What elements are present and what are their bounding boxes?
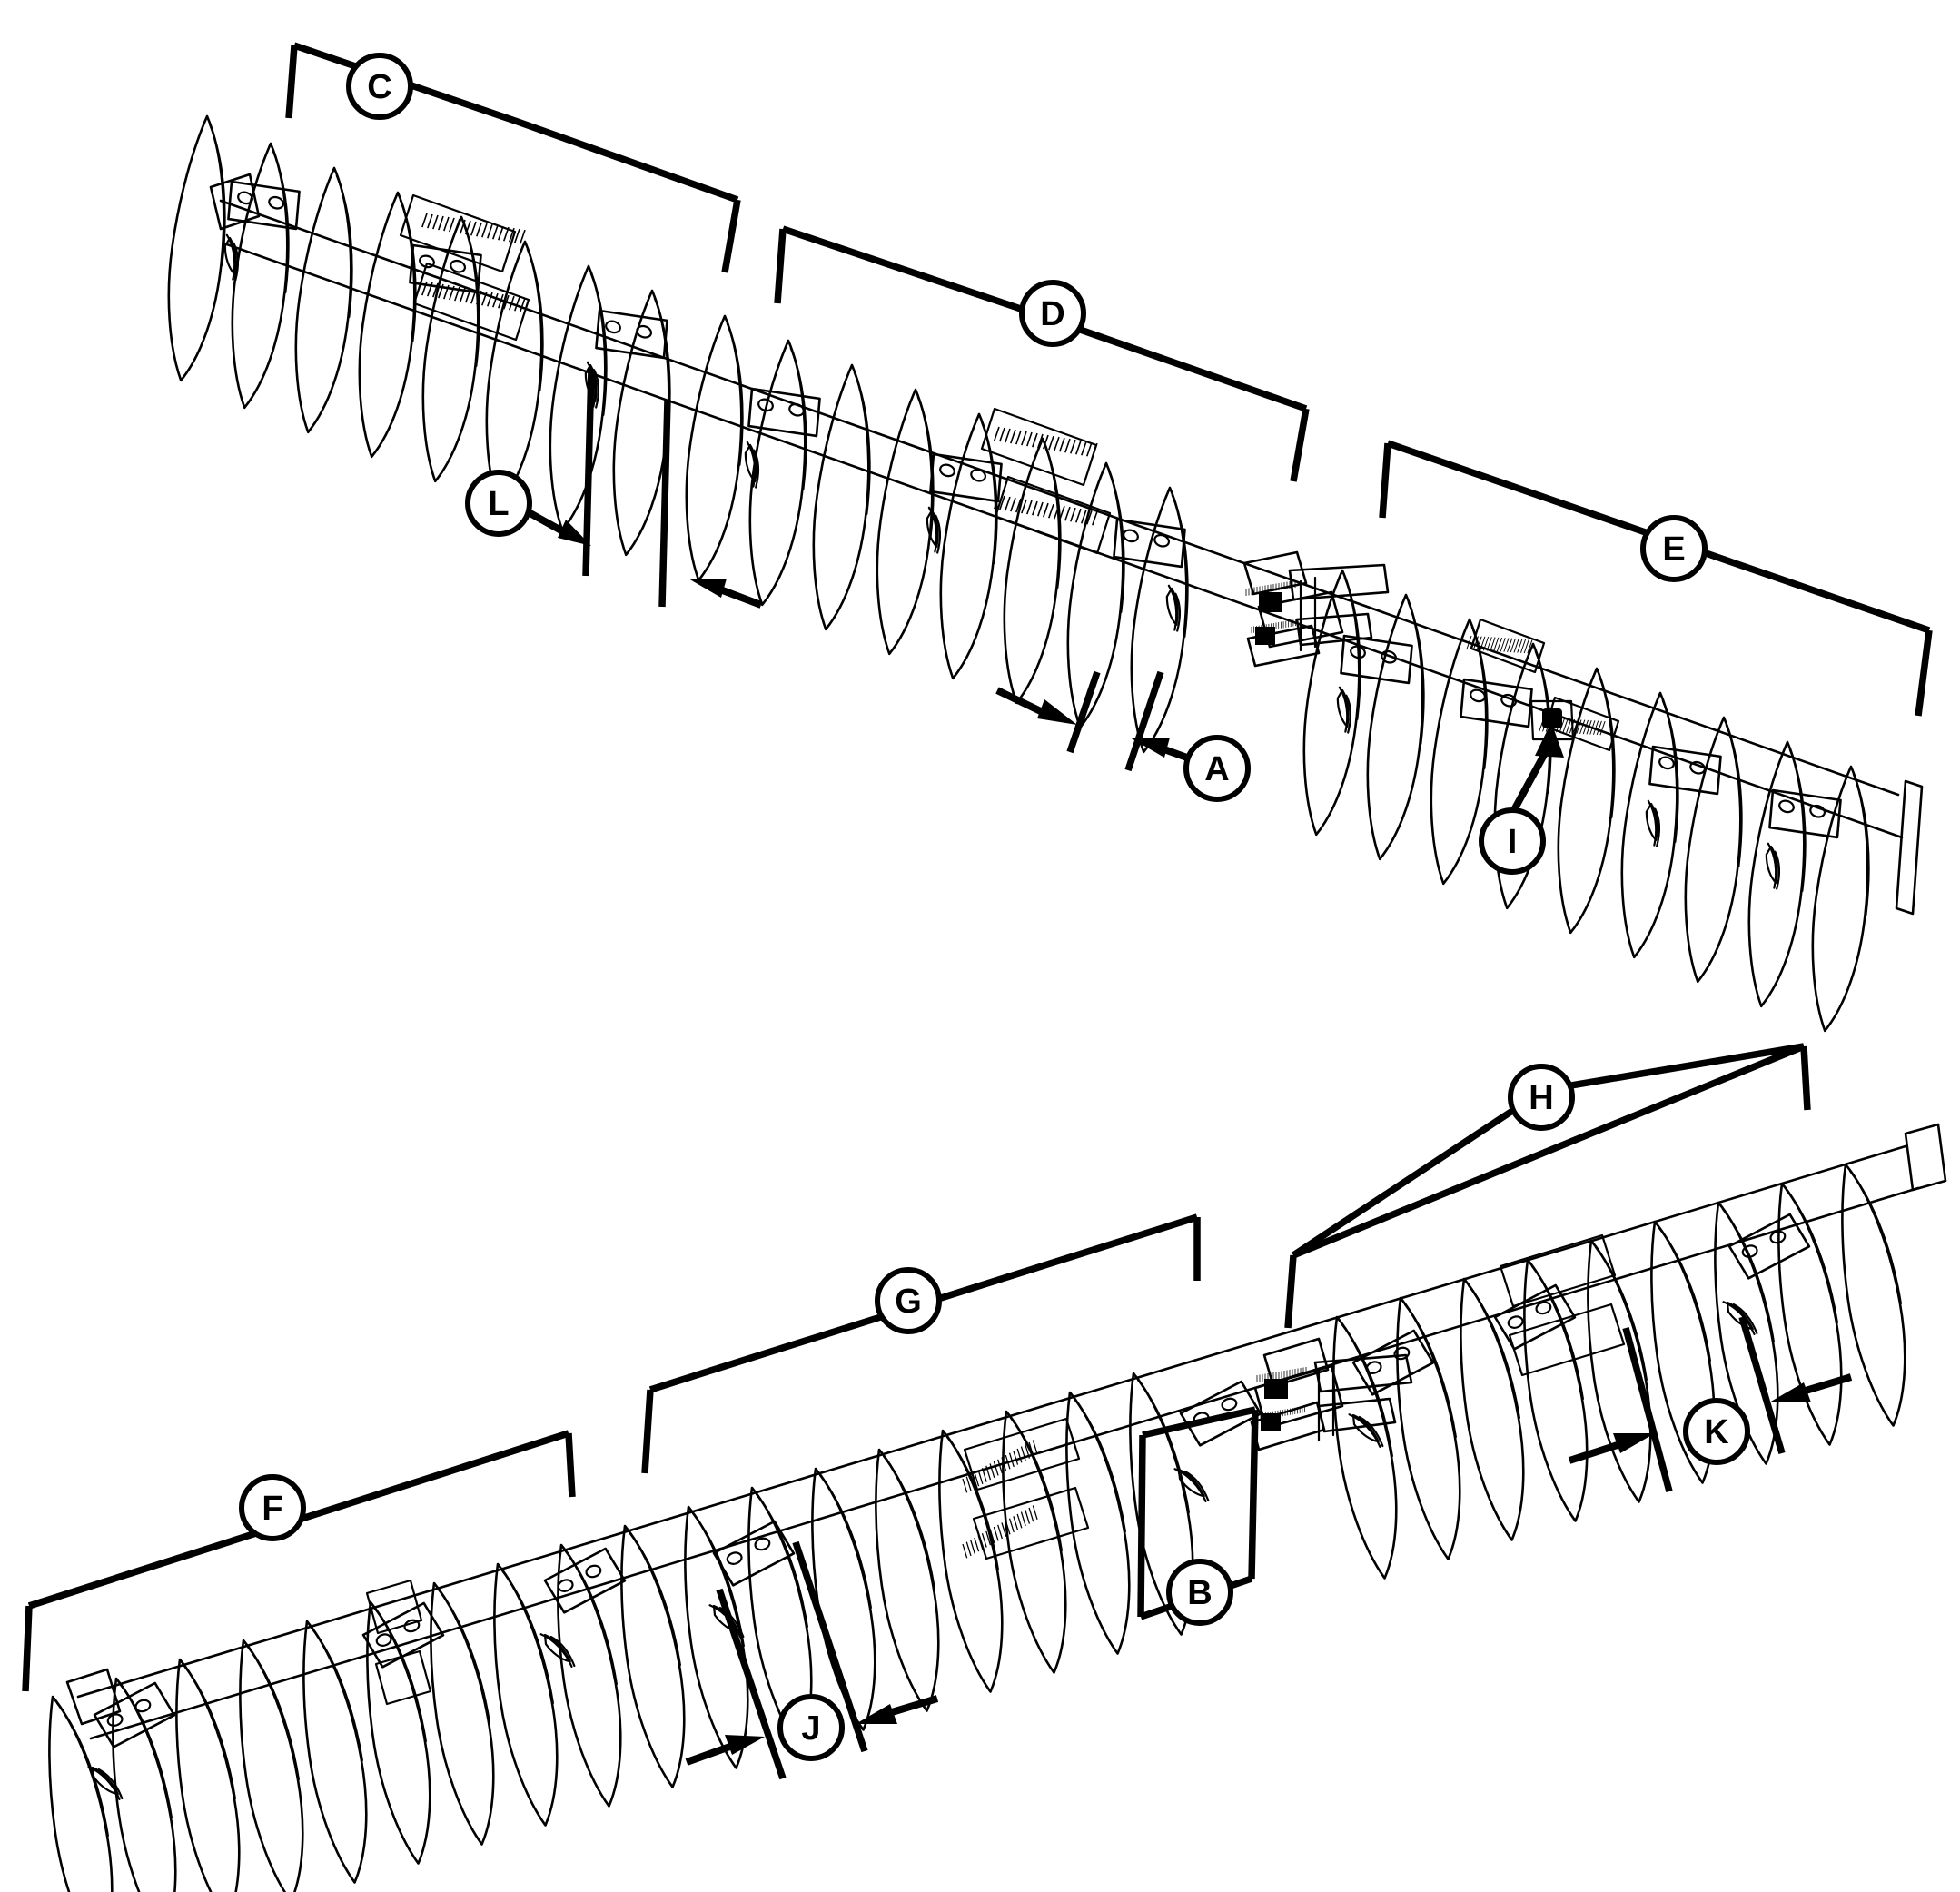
callout-label-b: B (1187, 1574, 1212, 1612)
callout-dimension-a: A (995, 670, 1251, 802)
callout-span-e: E (1379, 440, 1933, 717)
gang-section-d (670, 312, 1206, 757)
callout-label-k: K (1704, 1413, 1729, 1451)
callout-dimension-k: K (1568, 1315, 1853, 1492)
callout-label-i: I (1508, 823, 1518, 861)
balloon-f (239, 1474, 306, 1541)
callout-span-f: F (22, 1430, 576, 1692)
callout-span-c: C (285, 42, 741, 273)
gang-section-c (153, 113, 688, 560)
callout-label-a: A (1204, 750, 1229, 788)
balloon-h (1508, 1064, 1575, 1131)
balloon-c (346, 53, 413, 120)
balloon-e (1640, 515, 1708, 582)
callout-label-j: J (801, 1709, 820, 1748)
gang-section-g (607, 1367, 1266, 1792)
balloon-k (1683, 1398, 1750, 1465)
callout-label-f: F (262, 1490, 282, 1528)
gang-section-e (1288, 567, 1924, 1035)
upper-assembly: C D E L (153, 42, 1933, 1035)
balloon-g (875, 1267, 942, 1334)
balloon-a (1183, 735, 1251, 802)
callout-span-d: D (774, 225, 1310, 482)
balloon-l (465, 470, 532, 537)
callout-dimension-l: L (465, 368, 763, 609)
callout-detail-b: B (1137, 1406, 1259, 1626)
lower-assembly: H G F B K (22, 1043, 1947, 1892)
lower-gang-center-coupling (1250, 1337, 1413, 1451)
callout-label-h: H (1529, 1079, 1553, 1117)
callout-label-e: E (1662, 530, 1685, 569)
callout-dimension-j: J (685, 1540, 939, 1780)
callout-detail-i: I (1479, 722, 1564, 875)
gang-section-f (35, 1539, 635, 1892)
callout-label-g: G (895, 1283, 922, 1321)
upper-gang-shaft (209, 173, 1904, 839)
callout-label-l: L (488, 485, 509, 523)
upper-gang-center-coupling (1242, 550, 1390, 668)
balloon-b (1166, 1559, 1233, 1626)
balloon-d (1019, 280, 1086, 347)
callout-span-g: G (641, 1213, 1201, 1474)
callout-span-h: H (1284, 1043, 1811, 1329)
lower-gang-shaft (65, 1123, 1947, 1740)
callout-label-d: D (1040, 295, 1064, 333)
balloon-j (777, 1694, 845, 1761)
gang-section-h (1319, 1158, 1919, 1583)
balloon-i (1479, 807, 1546, 875)
callout-label-c: C (367, 68, 391, 106)
